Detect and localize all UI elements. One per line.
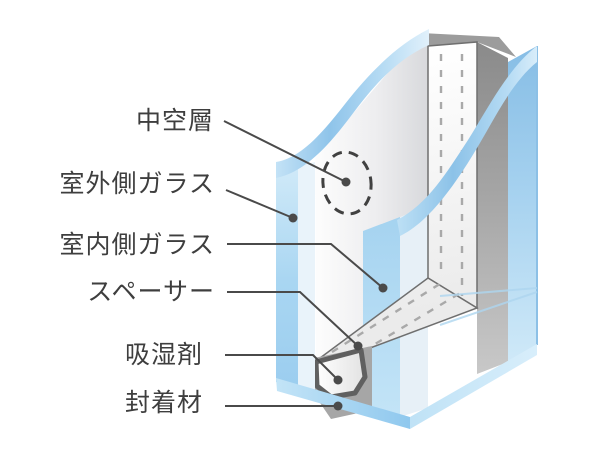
- leader-line-indoor-glass: [227, 243, 384, 289]
- leader-dot-desiccant: [333, 375, 343, 385]
- leader-line-outdoor-glass: [225, 189, 294, 219]
- outdoor-glass-pane-edge-light: [298, 162, 315, 395]
- outdoor-pane-cut-edge: [276, 29, 429, 178]
- seen-through-edge-line: [439, 287, 538, 297]
- unit-bottom-edge-left: [276, 378, 410, 429]
- leader-dot-outdoor-glass: [288, 213, 298, 223]
- outdoor-glass-pane-edge: [276, 166, 298, 391]
- leader-dot-sealant: [333, 401, 343, 411]
- spacer-top-face: [421, 33, 516, 57]
- spacer-cross-section: [313, 347, 368, 400]
- label-indoor-glass: 室内側ガラス: [59, 231, 215, 259]
- label-spacer: スペーサー: [87, 278, 215, 306]
- unit-bottom-edge-right: [410, 344, 537, 429]
- leader-dot-indoor-glass: [378, 283, 388, 293]
- leader-line-desiccant: [225, 354, 339, 381]
- leader-dot-spacer: [353, 341, 363, 351]
- label-air-layer: 中空層: [135, 107, 214, 135]
- seen-through-edge-line: [439, 291, 538, 326]
- air-layer-highlight-circle: [321, 150, 373, 216]
- label-outdoor-glass: 室外側ガラス: [59, 170, 215, 198]
- label-sealant: 封着材: [124, 389, 203, 417]
- leader-line-air-layer: [223, 120, 347, 183]
- indoor-pane-cut-edge: [397, 46, 537, 236]
- label-desiccant: 吸湿剤: [124, 341, 203, 369]
- leader-dots: [288, 177, 388, 411]
- indoor-glass-pane-face: [508, 46, 537, 362]
- leader-lines: [223, 120, 384, 407]
- leader-dot-air-layer: [341, 177, 351, 187]
- leader-line-spacer: [227, 291, 359, 347]
